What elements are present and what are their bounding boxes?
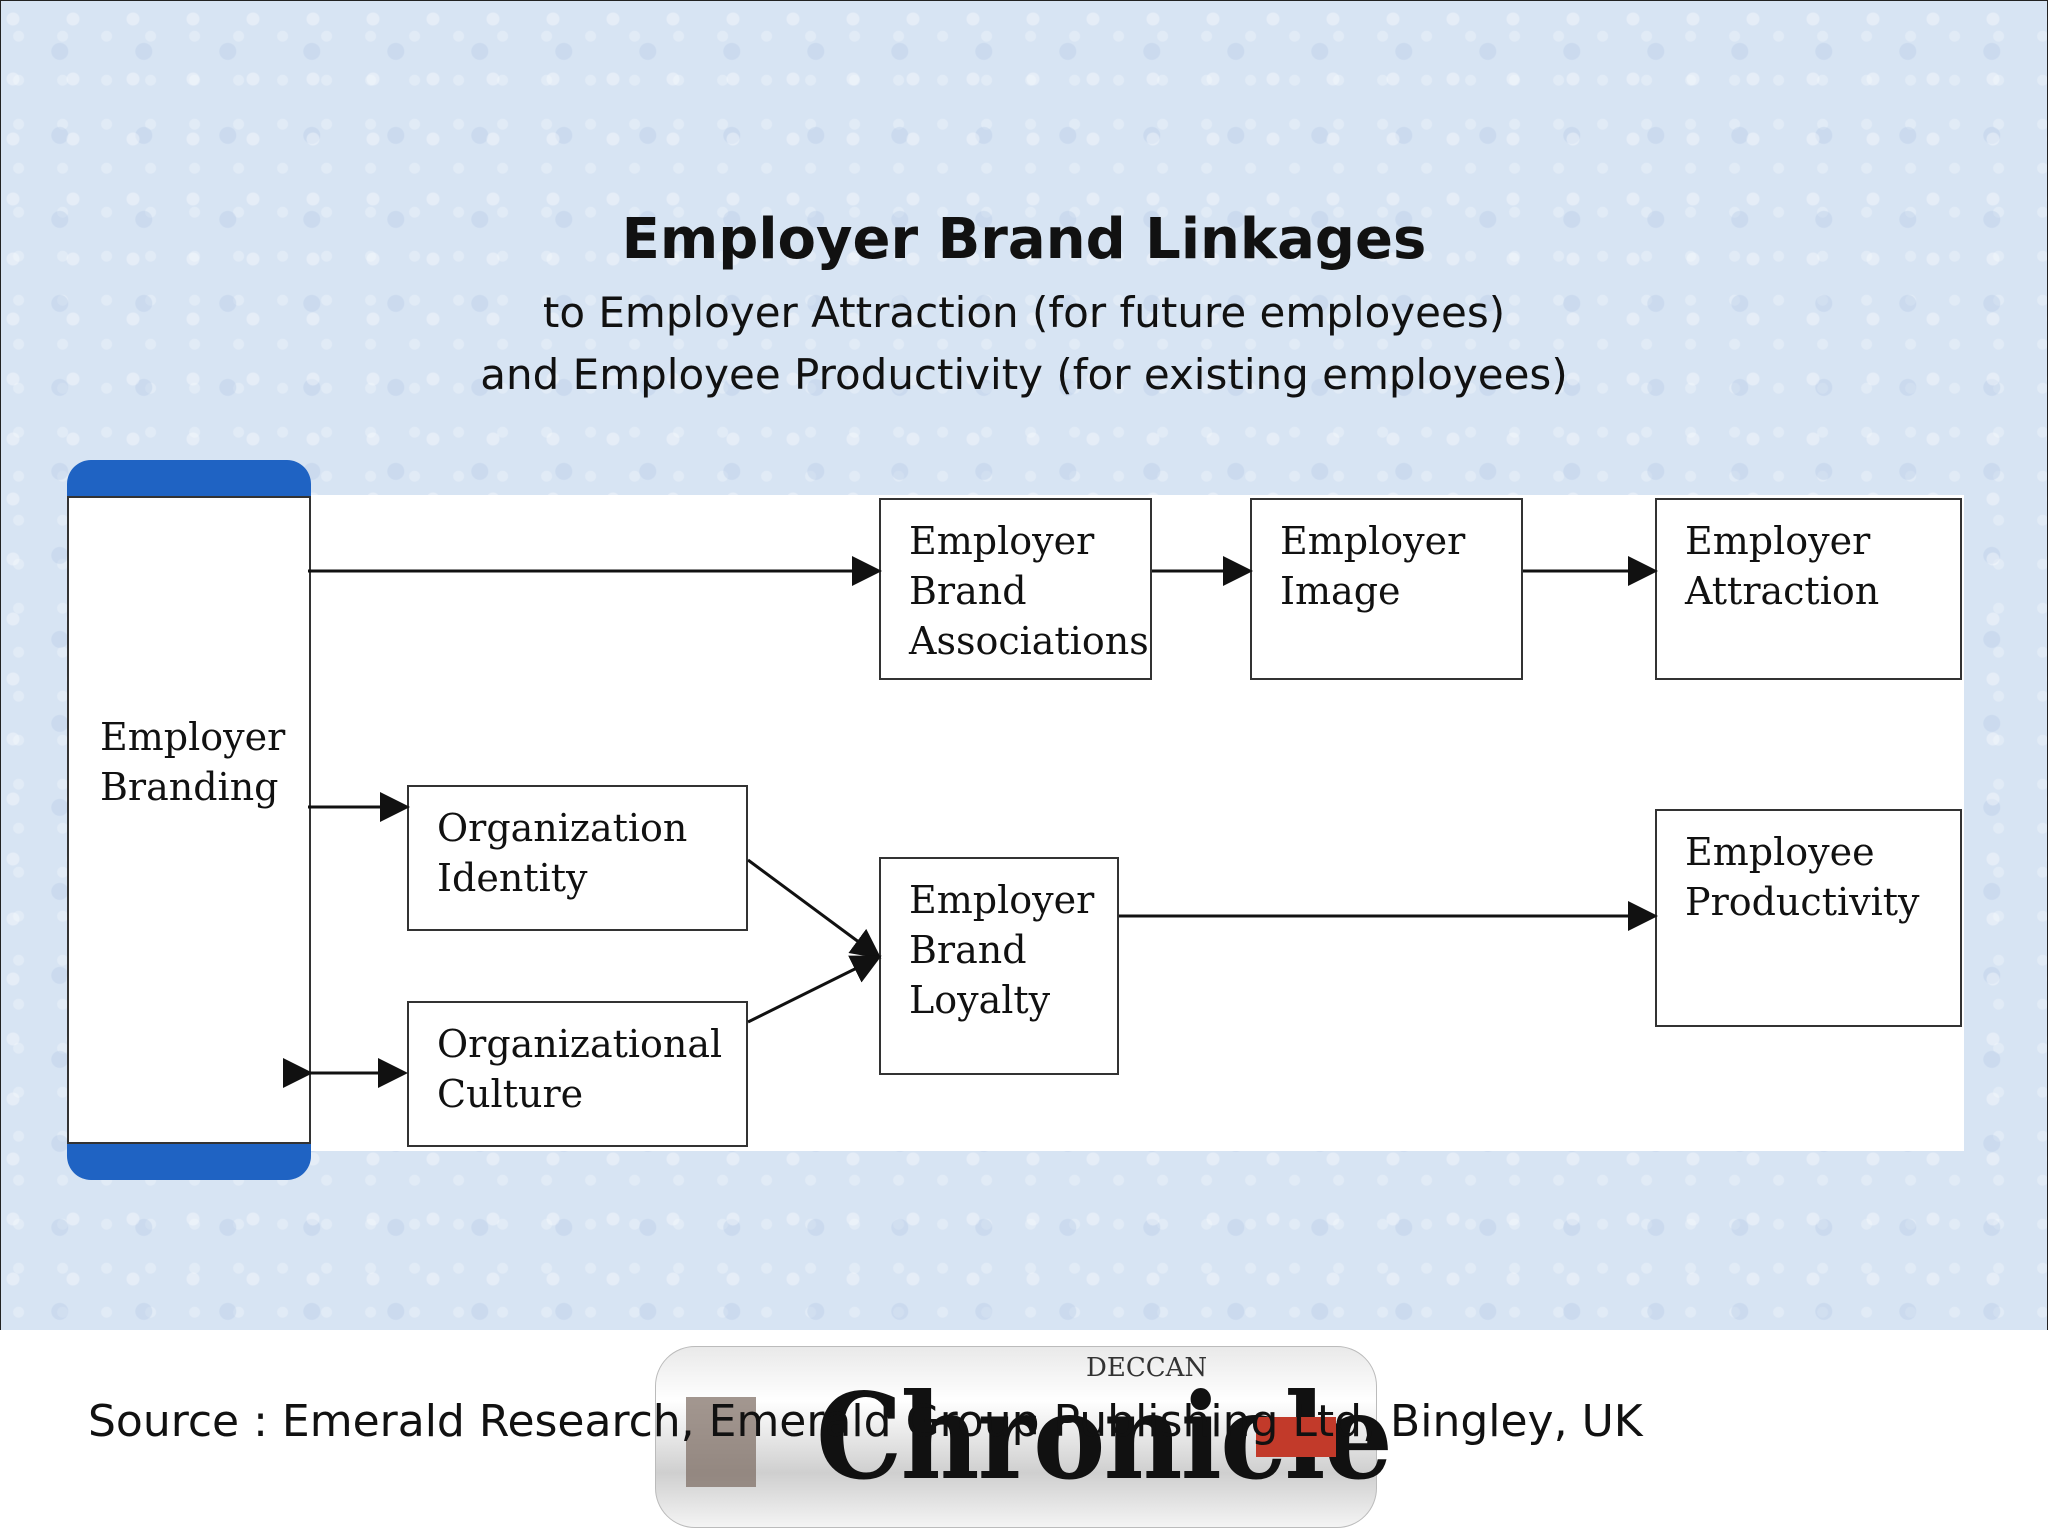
newspaper-photo <box>686 1397 756 1487</box>
employer-branding-column <box>67 460 311 1180</box>
node-employee-productivity-line-2: Productivity <box>1685 880 1920 924</box>
node-employer-branding-line-2: Branding <box>100 765 279 809</box>
node-organizational-culture: Organizational Culture <box>407 1001 748 1147</box>
node-employer-brand-loyalty-line-1: Employer <box>909 878 1095 922</box>
node-employee-productivity-line-1: Employee <box>1685 830 1875 874</box>
node-employer-attraction-line-1: Employer <box>1685 519 1871 563</box>
node-employer-brand-associations-line-2: Brand <box>909 569 1027 613</box>
node-employer-brand-loyalty-line-3: Loyalty <box>909 978 1051 1022</box>
node-organizational-culture-line-1: Organizational <box>437 1022 723 1066</box>
node-organization-identity: Organization Identity <box>407 785 748 931</box>
node-organization-identity-line-1: Organization <box>437 806 688 850</box>
slide-subtitle-line-1: to Employer Attraction (for future emplo… <box>542 288 1506 337</box>
newspaper-image: DECCAN Chronicle <box>655 1346 1393 1528</box>
node-employee-productivity: Employee Productivity <box>1655 809 1962 1027</box>
node-employer-attraction-line-2: Attraction <box>1685 569 1880 613</box>
node-employer-branding <box>67 496 311 1144</box>
node-employer-image-line-1: Employer <box>1280 519 1466 563</box>
branding-cap-bottom <box>67 1140 311 1180</box>
node-employer-branding-label: Employer Branding <box>68 712 304 832</box>
branding-cap-top <box>67 460 311 500</box>
node-employer-image-line-2: Image <box>1280 569 1401 613</box>
node-organizational-culture-line-2: Culture <box>437 1072 584 1116</box>
newspaper-tag: DECCAN <box>1086 1353 1208 1383</box>
node-employer-branding-line-1: Employer <box>100 715 286 759</box>
slide-title: Employer Brand Linkages <box>621 207 1427 272</box>
node-employer-brand-associations-line-3: Associations <box>909 619 1149 663</box>
node-employer-image: Employer Image <box>1250 498 1523 680</box>
node-employer-brand-loyalty: Employer Brand Loyalty <box>879 857 1119 1075</box>
node-employer-brand-associations: Employer Brand Associations <box>879 498 1152 680</box>
node-organization-identity-line-2: Identity <box>437 856 588 900</box>
slide-subtitle-line-2: and Employee Productivity (for existing … <box>480 350 1568 399</box>
node-employer-brand-associations-line-1: Employer <box>909 519 1095 563</box>
node-employer-brand-loyalty-line-2: Brand <box>909 928 1027 972</box>
node-employer-attraction: Employer Attraction <box>1655 498 1962 680</box>
newspaper-red-block <box>1256 1417 1336 1457</box>
source-citation: Source : Emerald Research, Emerald Group… <box>88 1396 1643 1447</box>
